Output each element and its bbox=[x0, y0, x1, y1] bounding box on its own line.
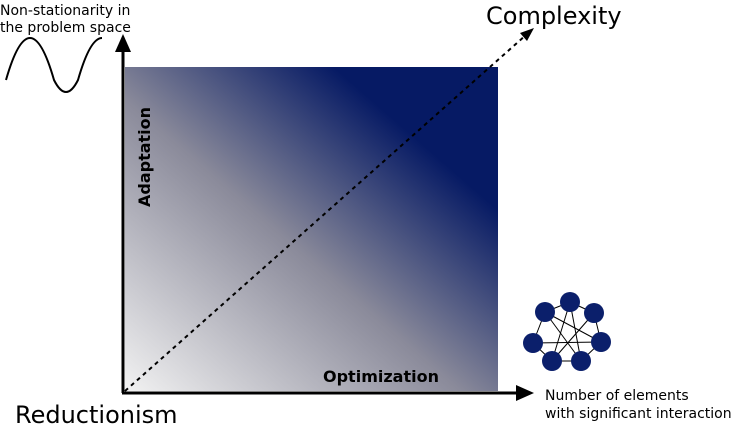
sine-wave-icon bbox=[5, 36, 103, 93]
network-graph-icon bbox=[523, 292, 611, 371]
complexity-label: Complexity bbox=[486, 2, 622, 30]
y-axis-caption-line2: the problem space bbox=[0, 20, 131, 36]
y-axis-caption-line1: Non-stationarity in bbox=[0, 3, 130, 19]
vertical-axis bbox=[115, 34, 131, 393]
x-axis-caption-line2: with significant interaction bbox=[545, 406, 732, 422]
x-axis-caption-line1: Number of elements bbox=[545, 388, 689, 404]
reductionism-label: Reductionism bbox=[15, 401, 178, 425]
complexity-diagonal-arrow bbox=[124, 28, 534, 392]
optimization-label: Optimization bbox=[323, 367, 439, 386]
adaptation-label: Adaptation bbox=[135, 107, 154, 207]
horizontal-axis bbox=[122, 385, 534, 401]
